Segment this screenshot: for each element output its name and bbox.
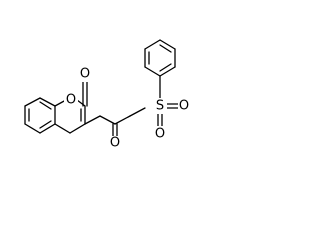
sulfur-label: S	[156, 99, 164, 114]
ketone-oxygen-label: O	[110, 136, 120, 151]
acyl-chain	[84, 107, 146, 137]
atom-labels: O O O S O O	[64, 67, 190, 151]
structure-drawing: O O O S O O	[24, 39, 190, 151]
molecule-diagram: O O O S O O	[24, 39, 190, 151]
sulfonyl-group	[157, 75, 181, 127]
pyranone-ring	[54, 99, 86, 134]
benzo-ring-main	[24, 97, 56, 134]
sulfonyl-oxygen-lower-label: O	[155, 127, 165, 142]
ring-oxygen-label: O	[66, 93, 76, 108]
carbonyl-oxygen-label: O	[80, 67, 90, 82]
sulfonyl-oxygen-upper-label: O	[179, 99, 189, 114]
lactone-carbonyl	[82, 81, 88, 107]
phenyl-ring	[144, 39, 176, 77]
